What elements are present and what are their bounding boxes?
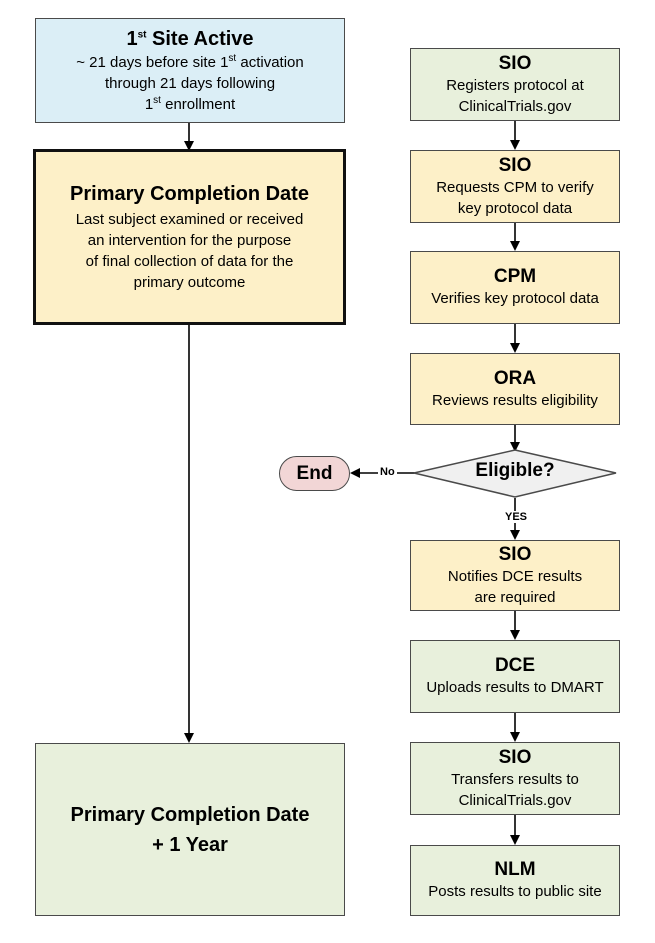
pcd-line2: an intervention for the purpose <box>87 232 292 249</box>
decision-label: Eligible? <box>475 460 555 481</box>
pcd-line3: of final collection of data for the <box>85 253 294 270</box>
step-actor: SIO <box>498 52 532 74</box>
step-actor: SIO <box>498 543 532 565</box>
step-line: Registers protocol at <box>446 76 584 94</box>
step-line: ClinicalTrials.gov <box>458 97 572 115</box>
step-dce-upload: DCE Uploads results to DMART <box>410 640 620 713</box>
step-cpm-verify: CPM Verifies key protocol data <box>410 251 620 324</box>
pcd-year-box: Primary Completion Date + 1 Year <box>35 743 345 916</box>
step-line: key protocol data <box>457 199 573 217</box>
site-active-title: 1st Site Active <box>126 28 254 50</box>
decision-yes-label: YES <box>503 511 530 523</box>
step-sio-transfer: SIO Transfers results to ClinicalTrials.… <box>410 742 620 815</box>
step-sio-request: SIO Requests CPM to verify key protocol … <box>410 150 620 223</box>
pcd-line4: primary outcome <box>133 274 246 291</box>
step-actor: SIO <box>498 154 532 176</box>
site-active-line2: through 21 days following <box>104 75 276 92</box>
step-actor: SIO <box>498 746 532 768</box>
step-line: Transfers results to <box>451 770 579 788</box>
step-ora-review: ORA Reviews results eligibility <box>410 353 620 425</box>
step-line: Requests CPM to verify <box>436 178 594 196</box>
pcd-title: Primary Completion Date <box>70 183 309 205</box>
site-active-line3: 1st enrollment <box>144 95 236 114</box>
decision-diamond <box>413 449 617 498</box>
pcd-line1: Last subject examined or received <box>75 211 304 228</box>
step-actor: NLM <box>494 859 536 880</box>
step-actor: DCE <box>494 655 536 676</box>
end-terminal: End <box>279 456 350 491</box>
step-line: Uploads results to DMART <box>426 679 604 696</box>
step-line: Reviews results eligibility <box>432 391 598 409</box>
pcd-year-title: Primary Completion Date <box>70 803 310 826</box>
step-sio-register: SIO Registers protocol at ClinicalTrials… <box>410 48 620 121</box>
site-active-line1: ~ 21 days before site 1st activation <box>76 53 304 72</box>
step-line: Verifies key protocol data <box>431 290 599 307</box>
step-sio-notify: SIO Notifies DCE results are required <box>410 540 620 611</box>
step-actor: CPM <box>493 266 537 287</box>
pcd-box: Primary Completion Date Last subject exa… <box>33 149 346 325</box>
step-line: ClinicalTrials.gov <box>458 791 572 809</box>
step-line: are required <box>474 588 556 606</box>
step-line: Posts results to public site <box>428 883 602 900</box>
site-active-box: 1st Site Active ~ 21 days before site 1s… <box>35 18 345 123</box>
step-line: Notifies DCE results <box>447 567 583 585</box>
decision-no-label: No <box>378 466 397 478</box>
step-actor: ORA <box>493 367 537 389</box>
step-nlm-post: NLM Posts results to public site <box>410 845 620 916</box>
pcd-year-sub: + 1 Year <box>152 833 228 856</box>
